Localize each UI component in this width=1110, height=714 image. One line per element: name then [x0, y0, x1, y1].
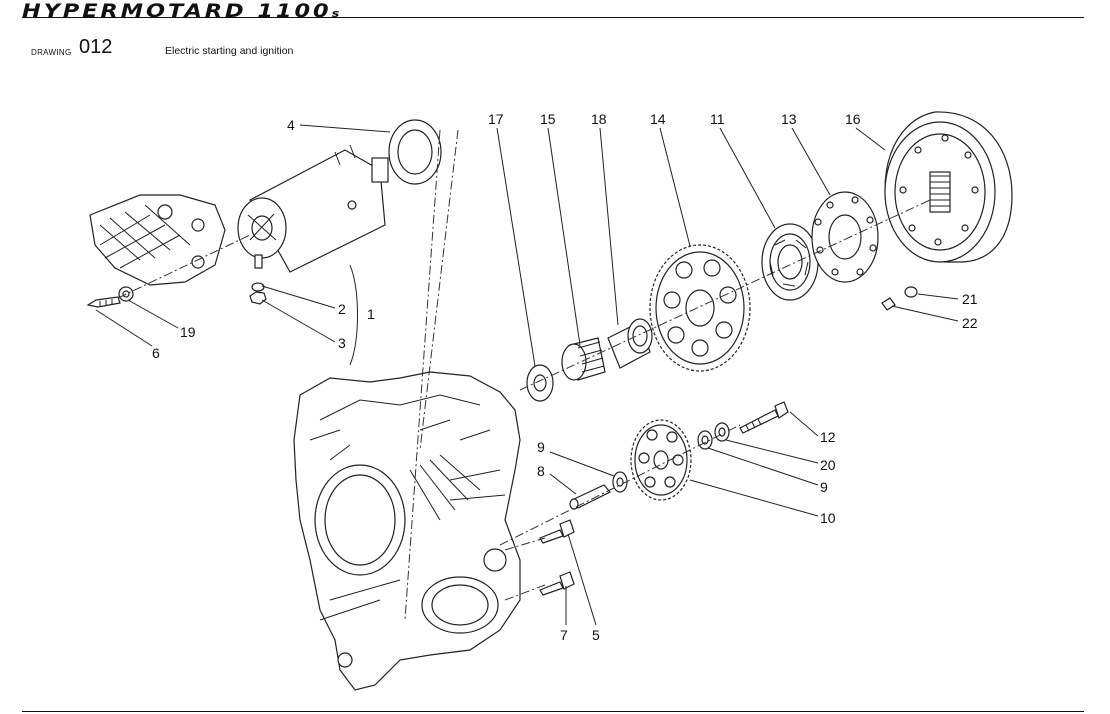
drawing-title: Electric starting and ignition: [165, 45, 294, 57]
callout-7: 7: [560, 627, 568, 643]
leader-lines: [95, 124, 959, 626]
centerline-gear-train: [519, 199, 931, 391]
flange-13: [811, 191, 879, 283]
callout-19: 19: [180, 324, 196, 340]
drawing-number: 012: [79, 36, 113, 58]
callout-20: 20: [820, 457, 836, 473]
header-rule: [22, 17, 1084, 18]
plug-22: [881, 297, 896, 311]
starter-motor: [237, 144, 389, 273]
brand-title: HYPERMOTARD 1100s: [22, 0, 339, 22]
callout-10: 10: [820, 510, 836, 526]
brand-suffix: s: [331, 7, 340, 20]
centerline-starter: [419, 129, 459, 451]
callout-22: 22: [962, 315, 978, 331]
starter-washer: [251, 282, 265, 292]
brand-name: HYPERMOTARD 1100: [22, 0, 332, 22]
gear-10: [630, 419, 692, 501]
callout-14: 14: [650, 111, 666, 127]
bolt-7: [539, 571, 575, 596]
needle-bearing-15: [561, 337, 606, 381]
callout-21: 21: [962, 291, 978, 307]
callout-17: 17: [488, 111, 504, 127]
centerline-housing: [404, 129, 441, 621]
starter-nut: [249, 291, 267, 305]
shaft-8: [569, 484, 611, 510]
centerline-bolts: [504, 537, 546, 601]
callout-3: 3: [338, 335, 346, 351]
bolt-6: [86, 296, 121, 308]
callout-18: 18: [591, 111, 607, 127]
callout-4: 4: [287, 117, 295, 133]
bushing-18: [607, 318, 653, 369]
centerline-head: [117, 234, 251, 299]
cylinder-head-fragment: [89, 194, 226, 286]
callout-6: 6: [152, 345, 160, 361]
crankcase-housing: [293, 371, 521, 691]
washer-20: [714, 422, 730, 442]
centerline-lower-gear: [499, 424, 741, 546]
callout-15: 15: [540, 111, 556, 127]
bolt-12: [739, 401, 789, 434]
callout-9-left: 9: [537, 439, 545, 455]
callout-labels: 4 2 1 3 19 6 17 15 18 14 11 13 16 21 22 …: [152, 111, 978, 643]
callout-8: 8: [537, 463, 545, 479]
flywheel-rotor-16: [884, 111, 1013, 263]
callout-5: 5: [592, 627, 600, 643]
washer-17: [526, 364, 554, 402]
callout-1: 1: [367, 306, 375, 322]
callout-2: 2: [338, 301, 346, 317]
freewheel-11: [761, 223, 819, 301]
screw-21: [904, 286, 918, 298]
callout-13: 13: [781, 111, 797, 127]
intermediate-gear-14: [649, 244, 751, 372]
washer-9-lower: [612, 471, 628, 493]
callout-12: 12: [820, 429, 836, 445]
footer-rule: [22, 711, 1084, 712]
drawing-label: DRAWING: [31, 48, 72, 57]
bolt-5: [539, 519, 575, 544]
starter-seal-ring: [388, 119, 442, 185]
callout-16: 16: [845, 111, 861, 127]
callout-9-right: 9: [820, 479, 828, 495]
callout-11: 11: [710, 111, 725, 127]
